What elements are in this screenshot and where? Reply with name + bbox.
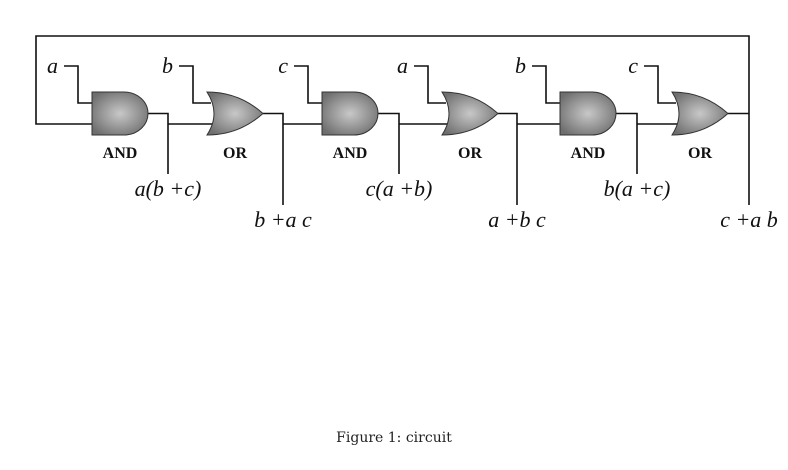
input-wire [64,65,92,104]
output-wire [378,112,400,174]
output-expression: a(b +c) [135,176,202,201]
input-label: b [515,53,526,78]
and-gate [321,91,379,136]
gates [91,91,729,136]
input-label: c [278,53,288,78]
or-gate [206,91,264,136]
input-wire [644,65,676,104]
input-label: a [47,53,58,78]
output-wire [148,112,169,174]
input-wire [179,65,211,104]
feedback-wire [35,35,750,205]
and-gate [91,91,149,136]
gate-label: OR [458,145,482,162]
output-expression: c +a b [720,207,778,232]
wires [35,35,750,205]
gate-label: AND [333,145,368,162]
gate-label: AND [103,145,138,162]
and-gate [559,91,617,136]
input-wire [532,65,560,104]
output-expression: c(a +b) [366,176,433,201]
gate-label: OR [223,145,247,162]
gate-label: OR [688,145,712,162]
labels: AND a a(b +c) OR b b +a c AND c c(a +b) OR a a +b c… [47,53,778,232]
input-label: a [397,53,408,78]
output-wire [263,112,284,205]
output-expression: b +a c [254,207,312,232]
input-wire [414,65,446,104]
gate-label: AND [571,145,606,162]
circuit-diagram: AND a a(b +c) OR b b +a c AND c c(a +b) OR a a +b c… [35,35,778,232]
output-wire [498,112,518,205]
output-expression: a +b c [488,207,546,232]
or-gate [441,91,499,136]
output-expression: b(a +c) [604,176,671,201]
input-wire [294,65,322,104]
or-gate [671,91,729,136]
output-wire [616,112,638,174]
input-label: b [162,53,173,78]
figure-caption: Figure 1: circuit [336,430,452,446]
input-label: c [628,53,638,78]
